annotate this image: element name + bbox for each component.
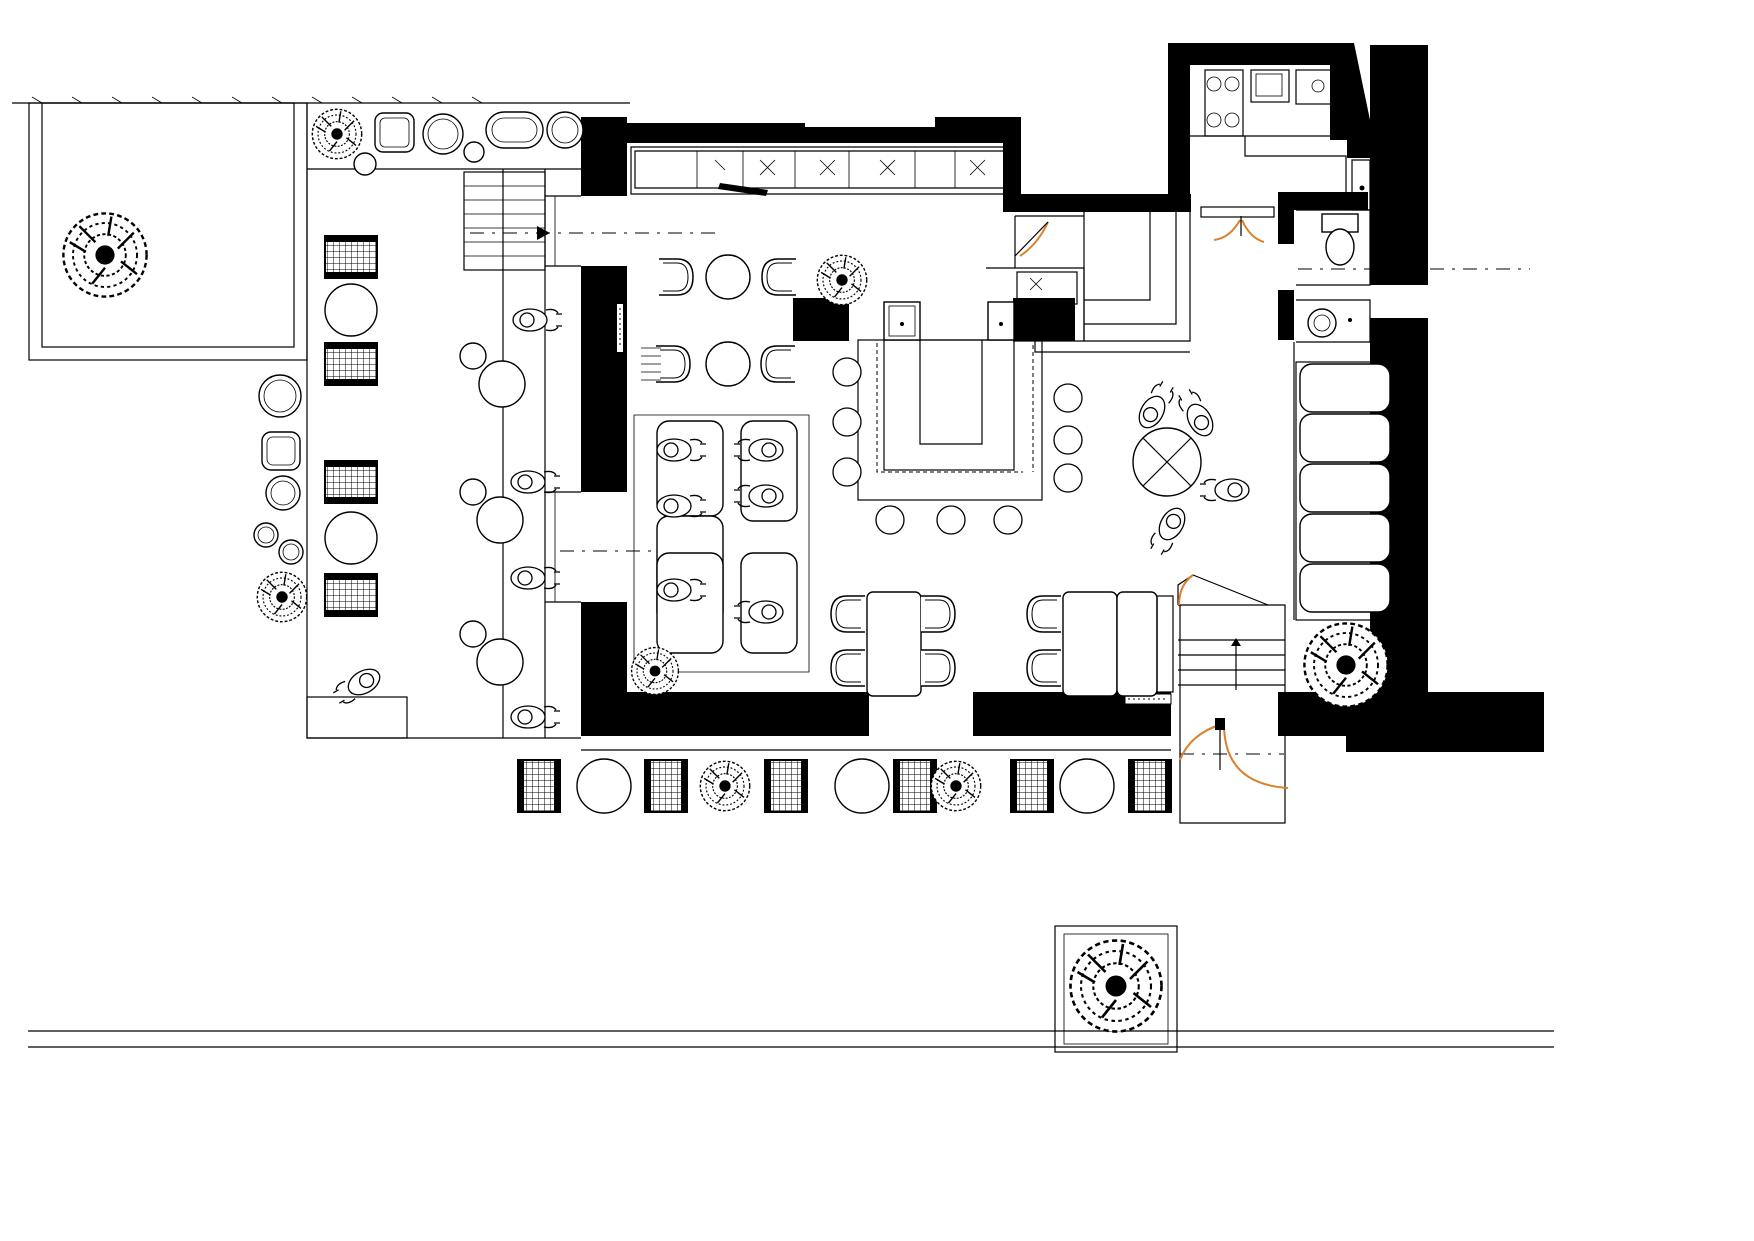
bench-seating [1293,342,1391,621]
walls [581,43,1544,752]
tree-icon [62,212,148,298]
bar-stools [832,357,1083,535]
terrace-outlines [12,96,1554,1053]
street-furniture [517,758,1172,814]
wc [1296,209,1371,343]
plants [62,108,1389,1033]
terrace-furniture [253,111,584,686]
kitchen [1190,69,1371,243]
bar-counter [630,146,1191,501]
